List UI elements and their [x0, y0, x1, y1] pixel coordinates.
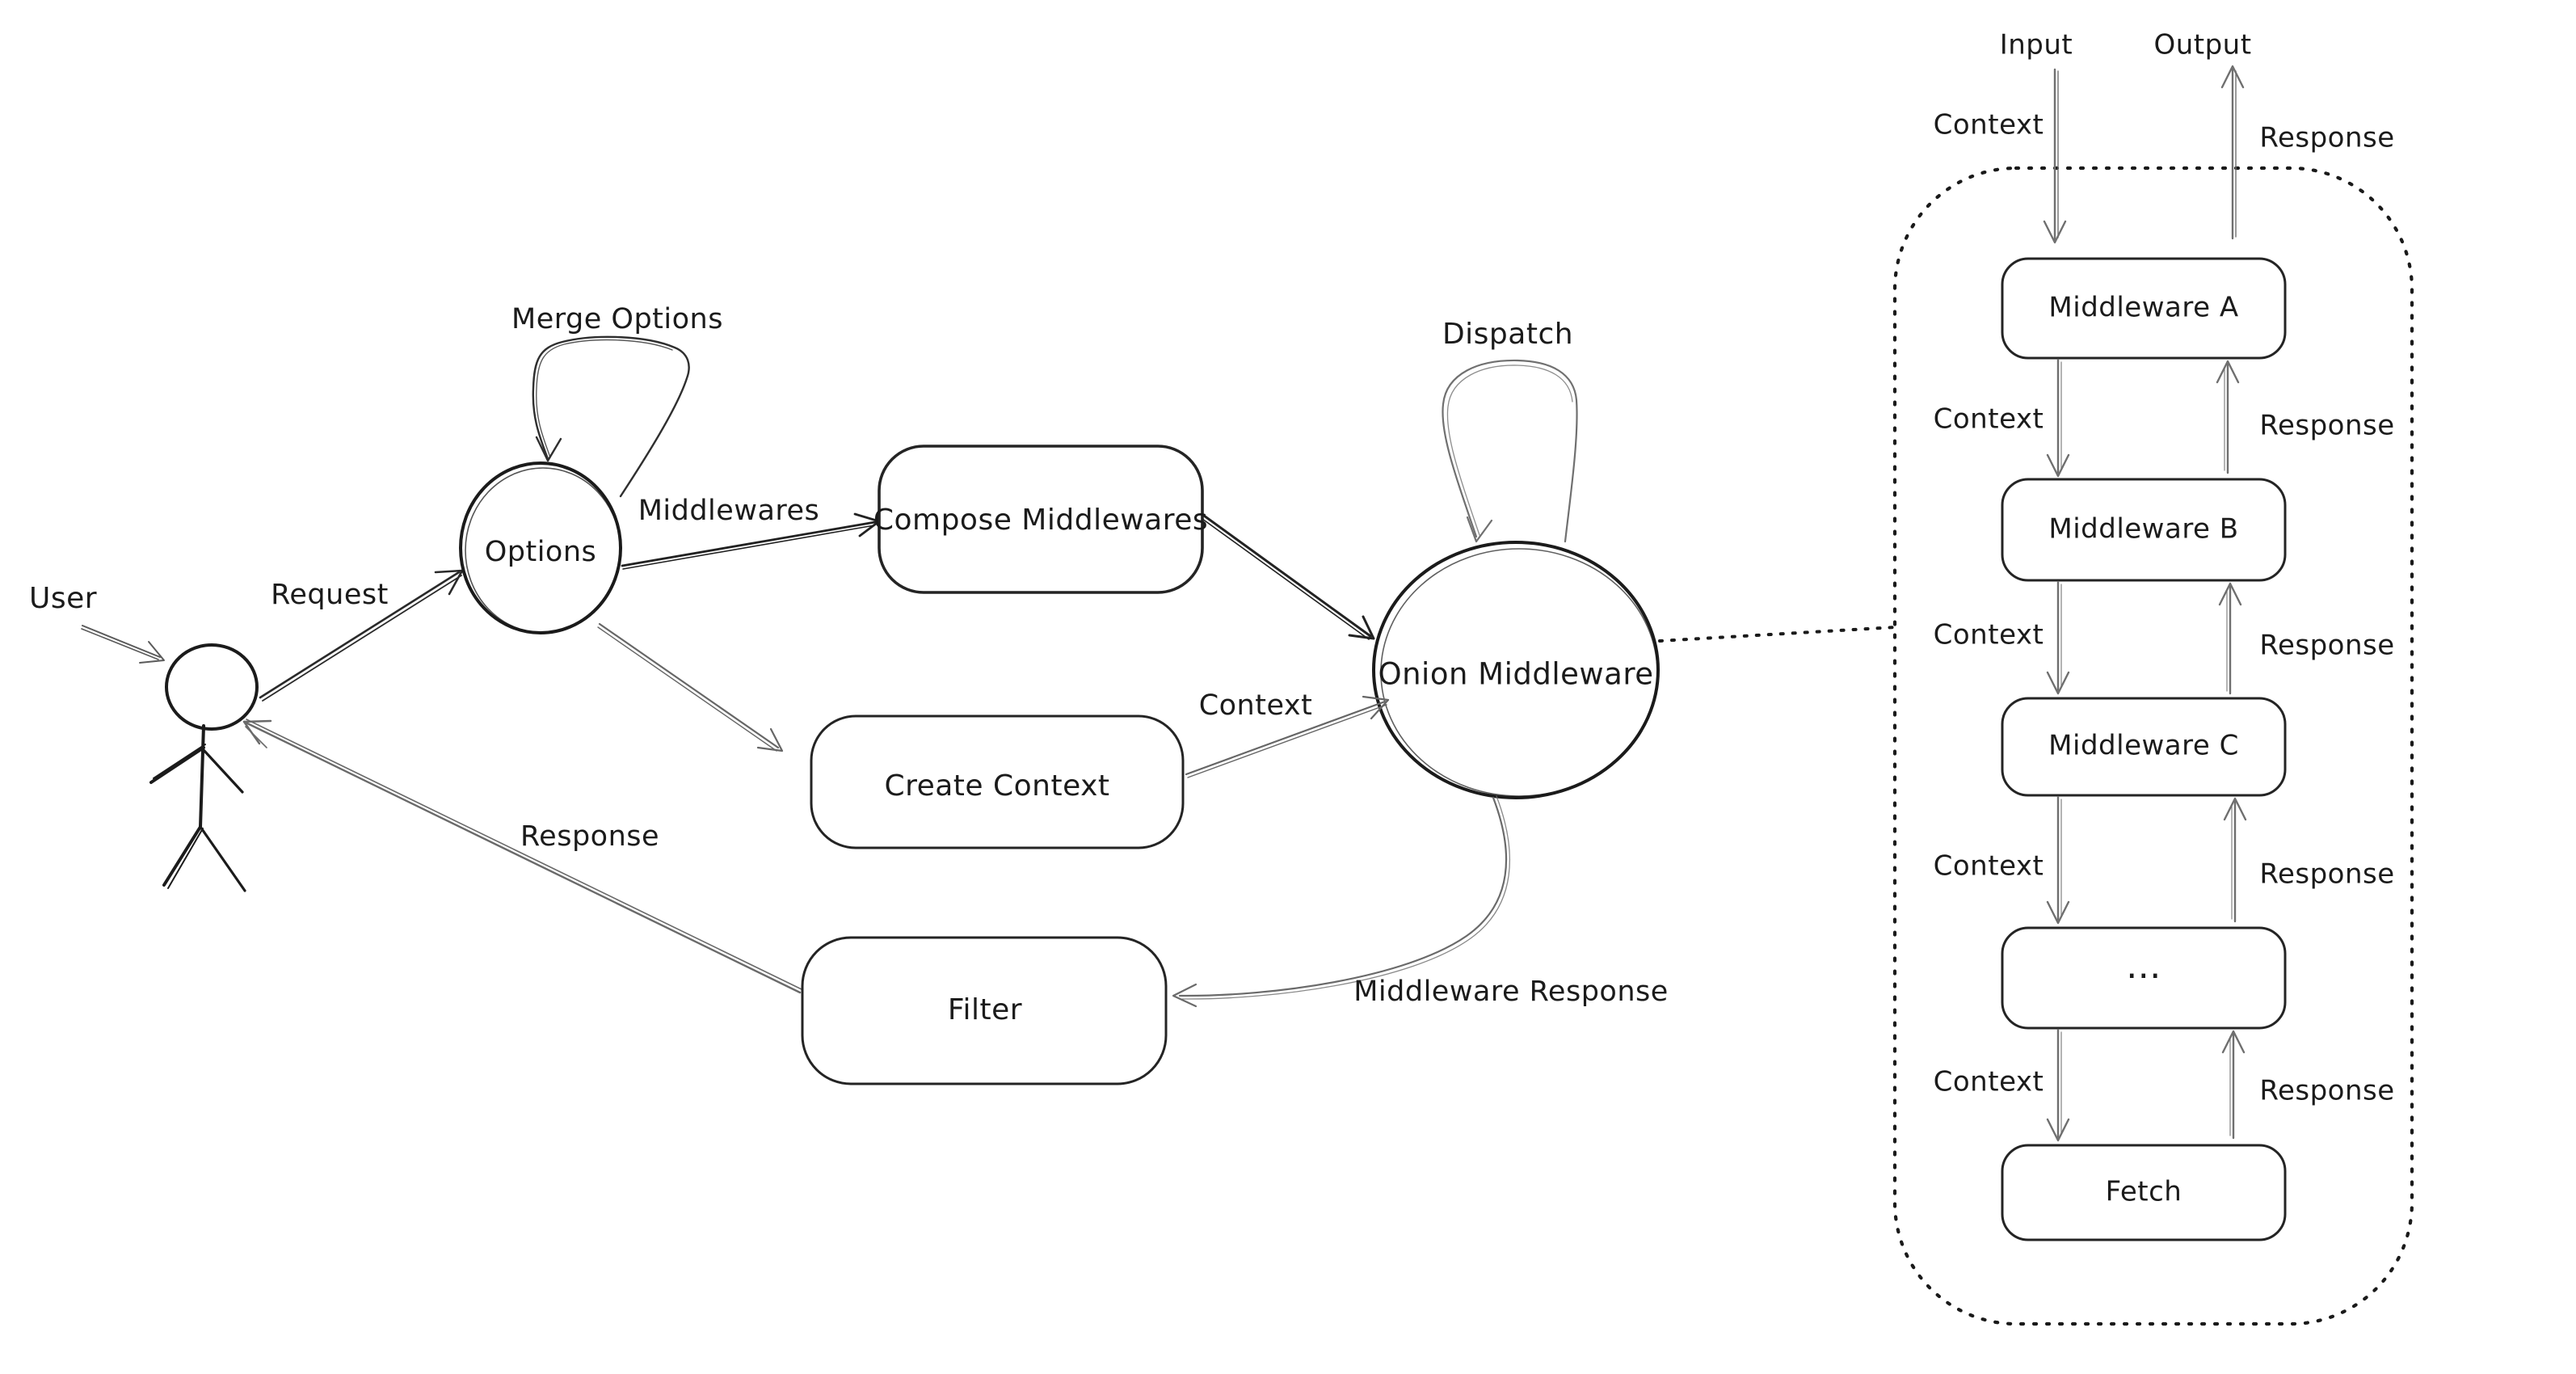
merge-options-loop [532, 335, 690, 498]
pipeline-stage-boxes [2001, 257, 2287, 1241]
middleware-a-label: Middleware A [2048, 292, 2238, 324]
merge-options-label: Merge Options [511, 303, 723, 335]
exit-response-label: Response [2259, 122, 2394, 154]
dispatch-label: Dispatch [1442, 318, 1573, 351]
onion-to-pipeline-dotted-connector [1658, 626, 1897, 643]
middleware-ellipsis-label: ... [2126, 946, 2161, 987]
middleware-c-label: Middleware C [2048, 730, 2239, 762]
context-label: Context [1199, 689, 1313, 722]
response-label: Response [520, 820, 659, 853]
pipeline-dotted-container [1892, 166, 2414, 1326]
node-middleware-c [2001, 697, 2287, 797]
response-arrow [242, 719, 802, 994]
onion-middleware-label: Onion Middleware [1378, 657, 1653, 692]
middleware-response-arrow [1172, 795, 1511, 1008]
fetch-label: Fetch [2106, 1176, 2182, 1208]
request-label: Request [271, 579, 389, 611]
node-create-context [810, 714, 1185, 849]
link1-response-label: Response [2259, 410, 2394, 442]
link2-response-label: Response [2259, 630, 2394, 662]
link1-context-label: Context [1934, 403, 2044, 436]
entry-context-label: Context [1934, 109, 2044, 141]
pipeline-response-arrows [2216, 360, 2247, 1140]
create-context-label: Create Context [884, 769, 1109, 803]
pipeline-context-arrows [2046, 358, 2070, 1142]
input-label: Input [2000, 29, 2073, 61]
user-pointer-arrow [81, 625, 165, 664]
output-label: Output [2153, 29, 2251, 61]
stick-figure-head [165, 643, 259, 731]
node-middleware-a [2001, 257, 2287, 360]
middleware-response-label: Middleware Response [1353, 976, 1669, 1008]
output-arrow [2220, 65, 2245, 240]
filter-label: Filter [948, 993, 1022, 1026]
options-label: Options [485, 536, 597, 568]
middleware-b-label: Middleware B [2048, 513, 2238, 546]
options-to-create-context-arrow [597, 622, 784, 752]
node-onion-middleware [1372, 541, 1660, 799]
node-middleware-ellipsis [2001, 926, 2287, 1030]
node-filter [801, 936, 1168, 1085]
link4-response-label: Response [2259, 1075, 2394, 1107]
compose-to-onion-arrow [1202, 514, 1375, 640]
context-arrow [1185, 695, 1390, 778]
user-label: User [29, 582, 97, 615]
link2-context-label: Context [1934, 619, 2044, 651]
compose-middlewares-label: Compose Middlewares [873, 504, 1208, 537]
link3-context-label: Context [1934, 850, 2044, 883]
node-middleware-b [2001, 478, 2287, 582]
node-options [459, 462, 622, 634]
link3-response-label: Response [2259, 858, 2394, 891]
dispatch-loop [1442, 359, 1578, 543]
input-arrow [2043, 68, 2067, 244]
node-fetch [2001, 1144, 2287, 1241]
middlewares-label: Middlewares [638, 495, 820, 527]
link4-context-label: Context [1934, 1066, 2044, 1098]
user-stick-figure [149, 643, 259, 892]
